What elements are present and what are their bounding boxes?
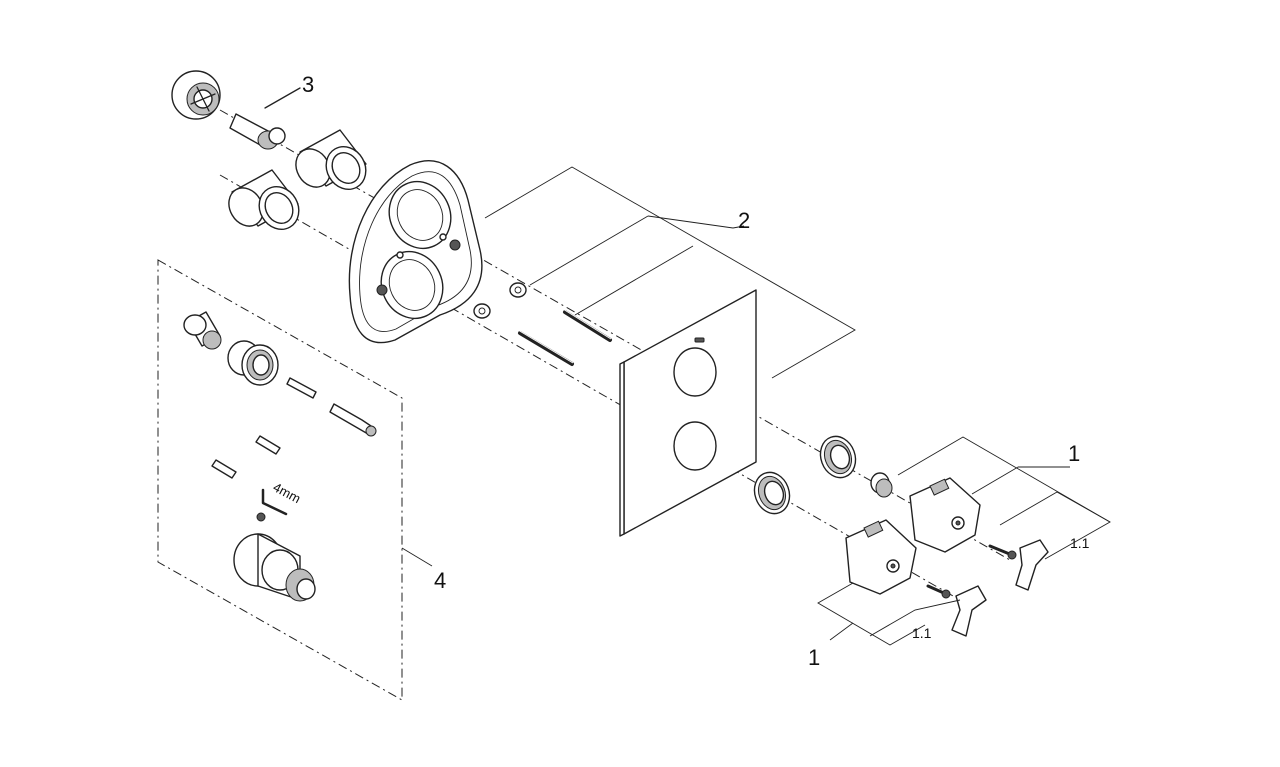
plate-bushings <box>473 282 527 319</box>
callout-4-leader <box>401 547 433 567</box>
kit-pin-short-1 <box>255 435 281 455</box>
callout-1-upper-bracket <box>897 436 1111 560</box>
kit-cartridge-top <box>183 311 222 350</box>
rosette-ring-lower <box>753 471 791 515</box>
tool-size-label: 4mm <box>271 479 304 506</box>
kit-pin-long <box>286 377 377 437</box>
handle-lower <box>845 519 917 595</box>
allen-key <box>256 488 288 522</box>
kit-4-frame <box>157 259 403 701</box>
kit-pin-short-2 <box>211 459 237 479</box>
callout-1-upper: 1 <box>1068 441 1080 466</box>
handle-screw-upper <box>988 544 1017 560</box>
callout-1-lower-bracket <box>817 582 961 646</box>
callout-3-leader <box>264 87 301 109</box>
callout-2: 2 <box>738 208 750 233</box>
callout-2-bracket <box>484 166 856 379</box>
part-3-spindle <box>229 113 286 150</box>
rosette-ring-upper <box>819 435 857 479</box>
sleeve-lower <box>228 169 300 230</box>
escutcheon-plate <box>619 289 757 537</box>
sleeve-upper <box>295 129 367 190</box>
part-3-adapter <box>171 70 221 120</box>
callout-1-1-lower: 1.1 <box>912 625 932 641</box>
callout-1-lower: 1 <box>808 645 820 670</box>
callout-1-1-upper: 1.1 <box>1070 535 1090 551</box>
callout-4: 4 <box>434 568 446 593</box>
explode-axis-lines <box>219 109 1011 601</box>
callout-3: 3 <box>302 72 314 97</box>
handle-upper <box>909 477 981 553</box>
handle-screw-lower <box>926 584 951 599</box>
mounting-screws <box>517 308 612 366</box>
mounting-plate <box>348 160 483 344</box>
adapter-small <box>870 472 893 498</box>
handle-cap-lower <box>951 585 987 637</box>
kit-thermostat-cartridge <box>233 533 316 602</box>
handle-cap-upper <box>1015 539 1049 591</box>
kit-nut <box>227 340 279 386</box>
